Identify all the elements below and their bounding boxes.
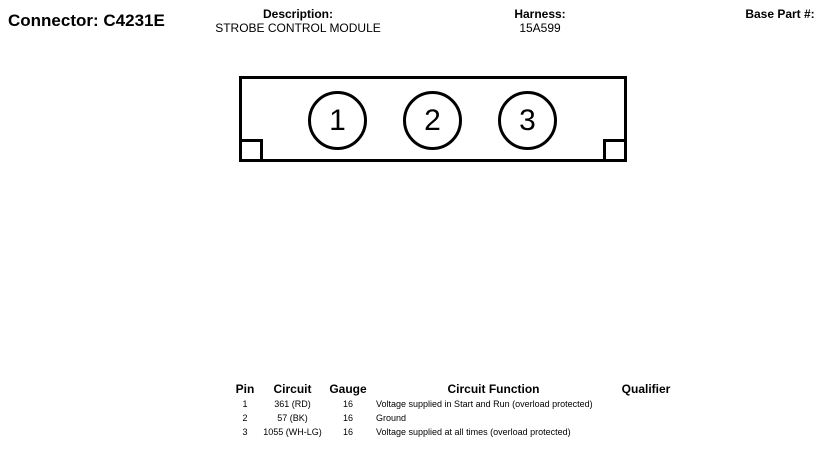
circuit-cell: 1055 (WH-LG)	[263, 427, 322, 437]
col-circuit-function: Circuit Function	[447, 382, 540, 396]
col-gauge: Gauge	[329, 382, 367, 396]
pin-cell: 3	[242, 427, 248, 437]
function-cell: Voltage supplied in Start and Run (overl…	[376, 399, 593, 409]
description-block: Description: STROBE CONTROL MODULE	[200, 7, 396, 35]
pin-cavity-3: 3	[498, 91, 557, 150]
harness-label: Harness:	[514, 7, 566, 21]
base-part-block: Base Part #:	[735, 7, 825, 21]
circuit-cell: 361 (RD)	[274, 399, 311, 409]
pin-cell: 2	[242, 413, 248, 423]
connector-face-diagram: 1 2 3	[239, 76, 627, 162]
qualifier-cell	[616, 398, 676, 412]
table-row: 2 57 (BK) 16 Ground	[230, 412, 676, 426]
pin-cell: 1	[242, 399, 248, 409]
gauge-cell: 16	[342, 427, 353, 437]
pin-cavity-2: 2	[403, 91, 462, 150]
base-part-label: Base Part #:	[745, 7, 815, 21]
pin-number: 3	[519, 103, 536, 137]
circuit-cell: 57 (BK)	[277, 413, 308, 423]
col-qualifier: Qualifier	[621, 382, 671, 396]
col-pin: Pin	[235, 382, 255, 396]
pin-table: Pin Circuit Gauge Circuit Function Quali…	[230, 382, 676, 440]
pin-number: 1	[329, 103, 346, 137]
pin-table-header: Pin Circuit Gauge Circuit Function Quali…	[230, 382, 676, 398]
left-latch-icon	[242, 139, 263, 159]
table-row: 3 1055 (WH-LG) 16 Voltage supplied at al…	[230, 426, 676, 440]
description-value: STROBE CONTROL MODULE	[215, 21, 381, 35]
function-cell: Voltage supplied at all times (overload …	[376, 427, 571, 437]
description-label: Description:	[262, 7, 333, 21]
gauge-cell: 16	[342, 413, 353, 423]
qualifier-cell	[616, 426, 676, 440]
right-latch-icon	[603, 139, 624, 159]
harness-block: Harness: 15A599	[490, 7, 590, 35]
connector-title: Connector: C4231E	[8, 11, 165, 30]
harness-value: 15A599	[519, 21, 561, 35]
qualifier-cell	[616, 412, 676, 426]
pin-number: 2	[424, 103, 441, 137]
col-circuit: Circuit	[273, 382, 312, 396]
function-cell: Ground	[376, 413, 407, 423]
pin-cavity-1: 1	[308, 91, 367, 150]
gauge-cell: 16	[342, 399, 353, 409]
table-row: 1 361 (RD) 16 Voltage supplied in Start …	[230, 398, 676, 412]
